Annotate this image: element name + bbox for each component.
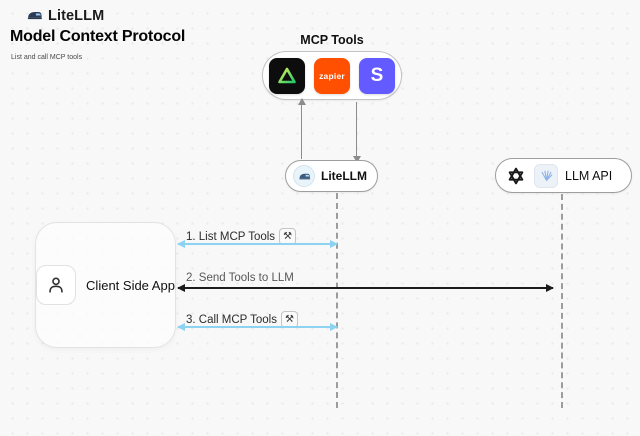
llm-api-node-label: LLM API bbox=[565, 168, 613, 183]
step3-arrow[interactable] bbox=[177, 323, 338, 331]
step3-text: 3. Call MCP Tools bbox=[186, 313, 277, 326]
arrowhead-left-icon bbox=[177, 323, 185, 331]
openai-logo-icon bbox=[505, 165, 527, 187]
arrowhead-left-icon bbox=[177, 284, 185, 292]
zapier-logo-text: zapier bbox=[319, 70, 345, 81]
llm-api-node[interactable]: LLM API bbox=[495, 158, 632, 193]
arrowhead-right-icon bbox=[330, 323, 338, 331]
litellm-lifeline bbox=[336, 193, 338, 408]
app-logo: LiteLLM bbox=[26, 7, 104, 24]
step2-text: 2. Send Tools to LLM bbox=[186, 272, 294, 284]
mcp-tools-label: MCP Tools bbox=[300, 33, 364, 47]
arrowhead-right-icon bbox=[546, 284, 554, 292]
user-icon-box bbox=[36, 265, 77, 305]
connector-mcp-to-litellm bbox=[352, 102, 361, 163]
page-subtitle: List and call MCP tools bbox=[11, 54, 83, 61]
step3-label: 3. Call MCP Tools ⚒ bbox=[186, 311, 298, 328]
step1-arrow[interactable] bbox=[177, 240, 338, 248]
llm-api-lifeline bbox=[561, 194, 563, 408]
litellm-badge bbox=[293, 165, 315, 187]
connector-litellm-to-mcp bbox=[297, 98, 306, 159]
step1-text: 1. List MCP Tools bbox=[186, 230, 276, 243]
client-side-app-node[interactable]: Client Side App bbox=[35, 222, 176, 348]
green-triangle-tool-icon[interactable] bbox=[269, 57, 305, 94]
litellm-node[interactable]: LiteLLM bbox=[285, 160, 378, 192]
arrowhead-up-icon bbox=[297, 98, 306, 105]
zapier-tool-icon[interactable]: zapier bbox=[314, 57, 350, 94]
step2-arrow[interactable] bbox=[177, 284, 554, 292]
litellm-train-icon bbox=[298, 173, 310, 179]
step2-label: 2. Send Tools to LLM bbox=[186, 272, 294, 284]
llm-provider-feather-icon bbox=[534, 163, 558, 188]
page-title: Model Context Protocol bbox=[10, 28, 186, 45]
user-icon bbox=[49, 277, 63, 293]
arrowhead-left-icon bbox=[177, 240, 185, 248]
triangle-logo-icon bbox=[278, 67, 296, 83]
mcp-tools-node[interactable]: zapier S bbox=[262, 51, 402, 100]
brand-name: LiteLLM bbox=[48, 7, 105, 24]
arrowhead-down-icon bbox=[352, 156, 361, 163]
tools-badge-icon: ⚒ bbox=[280, 311, 298, 328]
arrowhead-right-icon bbox=[330, 240, 338, 248]
litellm-node-label: LiteLLM bbox=[321, 169, 367, 183]
stripe-tool-icon[interactable]: S bbox=[359, 57, 395, 94]
litellm-train-icon bbox=[27, 11, 42, 20]
client-node-label: Client Side App bbox=[86, 277, 175, 293]
stripe-logo-text: S bbox=[370, 64, 384, 86]
